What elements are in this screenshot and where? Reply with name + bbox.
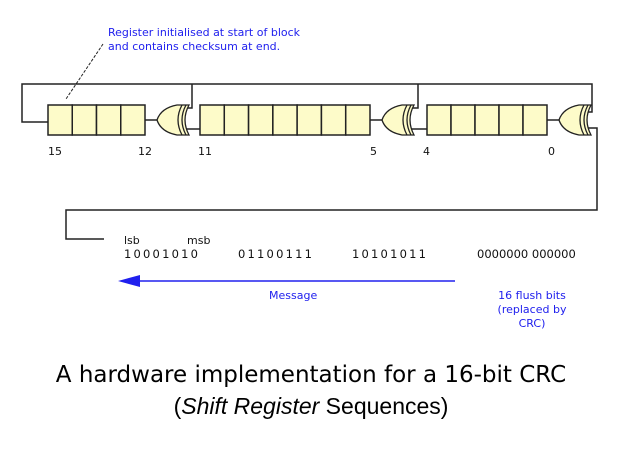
bit-label-0: 0 [548, 145, 555, 158]
register-cell [95, 104, 122, 136]
bit-label-4: 4 [423, 145, 430, 158]
register-cell [344, 104, 371, 136]
caption-italic: Shift Register [181, 393, 320, 419]
message-byte-1: 10001010 [124, 247, 200, 261]
caption-subtitle: (Shift Register Sequences) [0, 393, 622, 420]
caption-paren: ( [173, 393, 182, 419]
register-cell [247, 104, 274, 136]
lsb-label: lsb [124, 234, 140, 247]
register-cell [223, 104, 250, 136]
register-bits-11-5 [199, 104, 371, 136]
register-cell [450, 104, 476, 136]
xor-gate-2 [381, 104, 415, 136]
bit-label-15: 15 [48, 145, 62, 158]
register-cell [199, 104, 226, 136]
message-byte-3: 10101011 [352, 247, 428, 261]
bit-label-12: 12 [138, 145, 152, 158]
flush-note-line-3: CRC) [519, 317, 546, 330]
message-label: Message [269, 289, 317, 302]
annotation-line-1: Register initialised at start of block [108, 26, 301, 39]
message-arrow-head-icon [118, 275, 140, 287]
register-cell [522, 104, 548, 136]
caption-title: A hardware implementation for a 16-bit C… [55, 362, 567, 388]
register-cell [426, 104, 452, 136]
register-cell [498, 104, 524, 136]
message-byte-2: 01100111 [238, 247, 314, 261]
register-bits-15-12 [47, 104, 146, 136]
xor-gate-1 [156, 104, 190, 136]
data-wires [65, 119, 598, 240]
register-cell [71, 104, 98, 136]
register-cell [47, 104, 73, 136]
annotation-pointer [65, 43, 104, 100]
msb-label: msb [187, 234, 210, 247]
bit-label-5: 5 [370, 145, 377, 158]
register-bits-4-0 [426, 104, 548, 136]
caption-rest: Sequences) [319, 393, 449, 419]
register-cell [474, 104, 500, 136]
flush-note-line-2: (replaced by [498, 303, 567, 316]
bit-label-11: 11 [198, 145, 212, 158]
annotation-line-2: and contains checksum at end. [108, 40, 280, 53]
register-cell [320, 104, 347, 136]
flush-note-line-1: 16 flush bits [498, 289, 566, 302]
flush-bits: 0000000 000000 [477, 247, 576, 261]
register-cell [120, 104, 146, 136]
register-cell [272, 104, 298, 136]
register-cell [296, 104, 323, 136]
xor-gate-3 [558, 104, 592, 136]
